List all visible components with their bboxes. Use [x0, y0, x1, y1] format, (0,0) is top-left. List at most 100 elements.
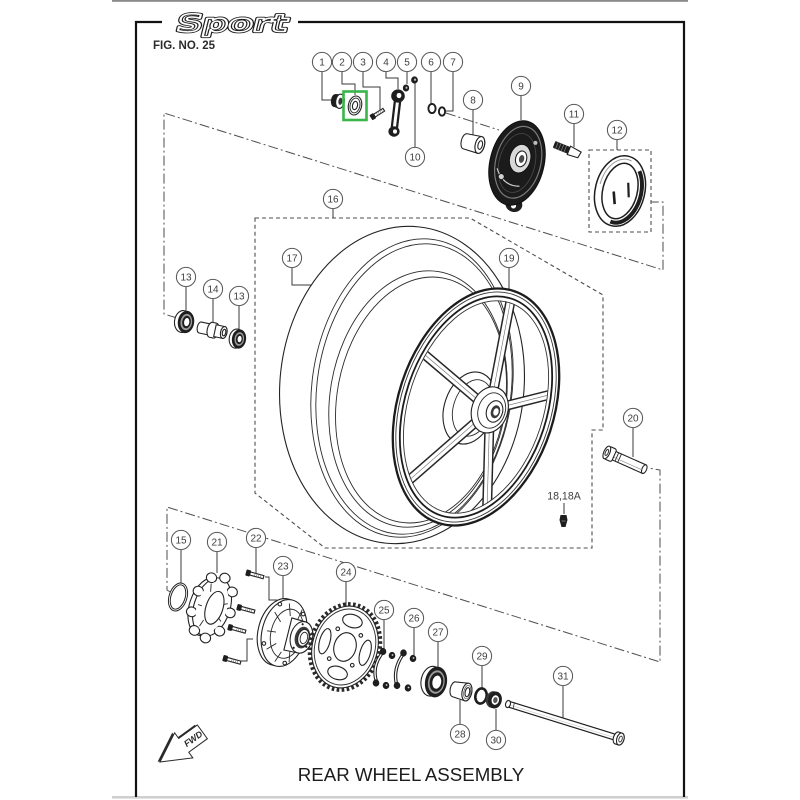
callout-8[interactable]: 8	[462, 89, 484, 111]
callout-27[interactable]: 27	[427, 621, 449, 643]
callout-number[interactable]: 11	[569, 110, 580, 121]
callout-28[interactable]: 28	[449, 723, 471, 745]
callout-circle[interactable]	[471, 645, 493, 667]
callout-circle[interactable]	[228, 285, 250, 307]
callout-number[interactable]: 1	[319, 58, 325, 69]
callout-circle[interactable]	[245, 527, 267, 549]
callout-circle[interactable]	[272, 555, 294, 577]
callout-number[interactable]: 31	[557, 672, 569, 683]
callout-number[interactable]: 27	[432, 628, 444, 639]
forward-direction-arrow: FWD	[157, 724, 209, 763]
callout-number[interactable]: 7	[450, 58, 456, 69]
callout-number[interactable]: 4	[383, 58, 389, 69]
callout-2[interactable]: 2	[331, 51, 353, 73]
part-7-o-ring	[437, 106, 447, 117]
callout-circle[interactable]	[563, 103, 585, 125]
callout-20[interactable]: 20	[622, 407, 644, 429]
callout-circle[interactable]	[335, 561, 357, 583]
callout-6[interactable]: 6	[420, 51, 442, 73]
callout-circle[interactable]	[375, 51, 397, 73]
callout-number[interactable]: 13	[180, 273, 192, 284]
callout-circle[interactable]	[170, 529, 192, 551]
callout-number[interactable]: 17	[286, 254, 298, 265]
callout-circle[interactable]	[352, 51, 374, 73]
callout-30[interactable]: 30	[485, 729, 507, 751]
callout-21[interactable]: 21	[206, 531, 228, 553]
callout-circle[interactable]	[373, 599, 395, 621]
callout-number[interactable]: 24	[340, 568, 352, 579]
callout-11[interactable]: 11	[563, 103, 585, 125]
callout-number[interactable]: 15	[175, 536, 187, 547]
callout-number[interactable]: 26	[408, 614, 420, 625]
callout-circle[interactable]	[449, 723, 471, 745]
callout-circle[interactable]	[403, 607, 425, 629]
callout-number[interactable]: 20	[627, 414, 639, 425]
callout-9[interactable]: 9	[510, 75, 532, 97]
callout-number[interactable]: 25	[378, 606, 390, 617]
callout-24[interactable]: 24	[335, 561, 357, 583]
callout-17[interactable]: 17	[281, 247, 303, 269]
callout-number[interactable]: 12	[611, 126, 623, 137]
callout-number[interactable]: 5	[404, 58, 410, 69]
callout-10[interactable]: 10	[404, 146, 426, 168]
callout-number[interactable]: 22	[250, 534, 262, 545]
callout-12[interactable]: 12	[606, 119, 628, 141]
callout-number[interactable]: 9	[518, 82, 524, 93]
callout-number[interactable]: 6	[428, 58, 434, 69]
leader-4	[385, 71, 399, 89]
callout-4[interactable]: 4	[375, 51, 397, 73]
selected-part-highlight[interactable]	[342, 90, 368, 122]
callout-19[interactable]: 19	[498, 247, 520, 269]
callout-circle[interactable]	[311, 51, 333, 73]
callout-number[interactable]: 23	[277, 562, 289, 573]
callout-circle[interactable]	[331, 51, 353, 73]
callout-7[interactable]: 7	[442, 51, 464, 73]
callout-29[interactable]: 29	[471, 645, 493, 667]
callout-number[interactable]: 14	[207, 285, 219, 296]
callout-circle[interactable]	[485, 729, 507, 751]
callout-5[interactable]: 5	[396, 51, 418, 73]
callout-number[interactable]: 21	[211, 538, 223, 549]
callout-number[interactable]: 16	[327, 195, 339, 206]
callout-circle[interactable]	[622, 407, 644, 429]
callout-23[interactable]: 23	[272, 555, 294, 577]
callout-number[interactable]: 13	[233, 292, 245, 303]
callout-number[interactable]: 19	[503, 254, 515, 265]
callout-circle[interactable]	[404, 146, 426, 168]
callout-number[interactable]: 30	[490, 736, 502, 747]
callout-number[interactable]: 3	[360, 58, 366, 69]
callout-13-left[interactable]: 13	[175, 266, 197, 288]
callout-circle[interactable]	[202, 278, 224, 300]
callout-circle[interactable]	[462, 89, 484, 111]
callout-18-18a[interactable]: 18,18A	[547, 491, 582, 503]
callout-circle[interactable]	[206, 531, 228, 553]
callout-number[interactable]: 10	[409, 153, 421, 164]
callout-number[interactable]: 8	[470, 96, 476, 107]
callout-circle[interactable]	[322, 188, 344, 210]
callout-circle[interactable]	[442, 51, 464, 73]
callout-number[interactable]: 28	[454, 730, 466, 741]
logo-text: Sport	[173, 10, 292, 38]
callout-circle[interactable]	[281, 247, 303, 269]
callout-number[interactable]: 29	[476, 652, 488, 663]
callout-14[interactable]: 14	[202, 278, 224, 300]
callout-circle[interactable]	[552, 665, 574, 687]
callout-26[interactable]: 26	[403, 607, 425, 629]
callout-circle[interactable]	[606, 119, 628, 141]
callout-circle[interactable]	[420, 51, 442, 73]
callout-circle[interactable]	[510, 75, 532, 97]
callout-31[interactable]: 31	[552, 665, 574, 687]
callout-22[interactable]: 22	[245, 527, 267, 549]
callout-1[interactable]: 1	[311, 51, 333, 73]
callout-circle[interactable]	[175, 266, 197, 288]
callout-circle[interactable]	[427, 621, 449, 643]
callout-number[interactable]: 2	[339, 58, 345, 69]
callout-25[interactable]: 25	[373, 599, 395, 621]
callout-circle[interactable]	[396, 51, 418, 73]
callout-3[interactable]: 3	[352, 51, 374, 73]
callout-16[interactable]: 16	[322, 188, 344, 210]
callout-circle[interactable]	[498, 247, 520, 269]
callout-13-right[interactable]: 13	[228, 285, 250, 307]
callout-15[interactable]: 15	[170, 529, 192, 551]
leader-22-bracket-lower	[241, 638, 253, 662]
